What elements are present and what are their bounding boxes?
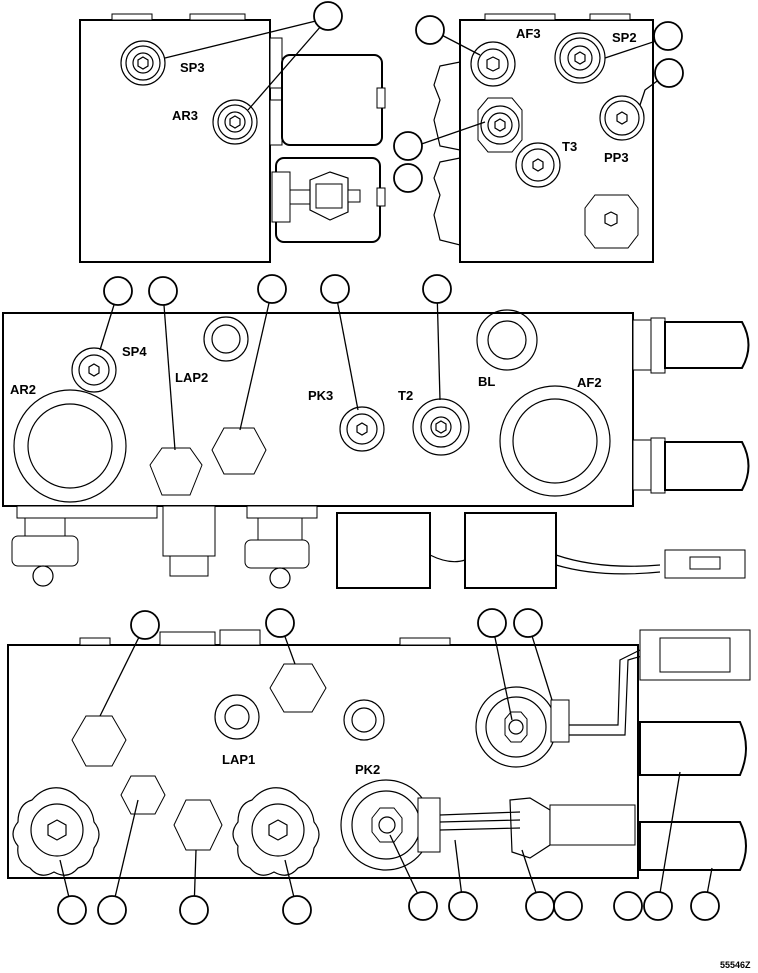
middle-valve-block <box>2 309 750 589</box>
label-sp2: SP2 <box>612 30 637 45</box>
label-pk3: PK3 <box>308 388 333 403</box>
figure-number: 55546Z <box>720 960 751 970</box>
label-pp3: PP3 <box>604 150 629 165</box>
label-t3: T3 <box>562 139 577 154</box>
label-lap2: LAP2 <box>175 370 208 385</box>
leader-lines <box>59 17 713 911</box>
label-sp3: SP3 <box>180 60 205 75</box>
label-bl: BL <box>478 374 495 389</box>
top-left-valve-block <box>79 13 386 263</box>
label-ar2: AR2 <box>10 382 36 397</box>
port-labels: SP3 AR3 AF3 SP2 T3 PP3 SP4 LAP2 AR2 PK3 … <box>10 26 751 970</box>
top-right-valve-block <box>433 13 654 263</box>
label-pk2: PK2 <box>355 762 380 777</box>
label-af3: AF3 <box>516 26 541 41</box>
bottom-valve-block <box>7 629 751 879</box>
label-lap1: LAP1 <box>222 752 255 767</box>
label-af2: AF2 <box>577 375 602 390</box>
label-ar3: AR3 <box>172 108 198 123</box>
label-t2: T2 <box>398 388 413 403</box>
label-sp4: SP4 <box>122 344 147 359</box>
callout-circles <box>57 1 720 925</box>
